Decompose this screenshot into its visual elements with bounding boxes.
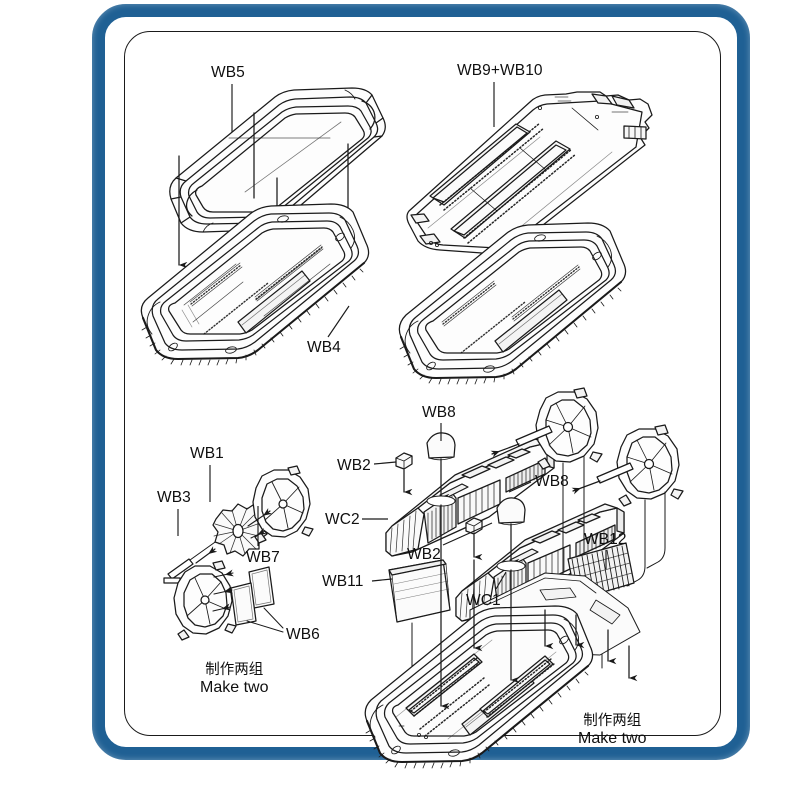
- label-wb2-upper: WB2: [337, 457, 371, 474]
- label-wb3: WB3: [157, 489, 191, 506]
- label-wb5: WB5: [211, 64, 245, 81]
- label-wb8-lower: WB8: [535, 473, 569, 490]
- label-wb1: WB1: [190, 445, 224, 462]
- note-right-english: Make two: [578, 730, 647, 748]
- label-wb4: WB4: [307, 339, 341, 356]
- page-inner-border: [124, 31, 721, 736]
- note-right-chinese: 制作两组: [583, 713, 642, 729]
- note-left-english: Make two: [200, 679, 269, 697]
- label-wc1: WC1: [466, 592, 501, 609]
- label-wc2: WC2: [325, 511, 360, 528]
- label-wb11: WB11: [322, 573, 364, 590]
- note-make-two-right: 制作两组 Make two: [578, 713, 646, 749]
- label-wb6: WB6: [286, 626, 320, 643]
- label-wb2-lower: WB2: [407, 546, 441, 563]
- label-wb7: WB7: [246, 549, 280, 566]
- label-wb8-upper: WB8: [422, 404, 456, 421]
- label-wb12: WB12: [584, 531, 627, 548]
- label-wb9-wb10: WB9+WB10: [457, 62, 543, 79]
- note-left-chinese: 制作两组: [205, 662, 264, 678]
- note-make-two-left: 制作两组 Make two: [200, 662, 268, 698]
